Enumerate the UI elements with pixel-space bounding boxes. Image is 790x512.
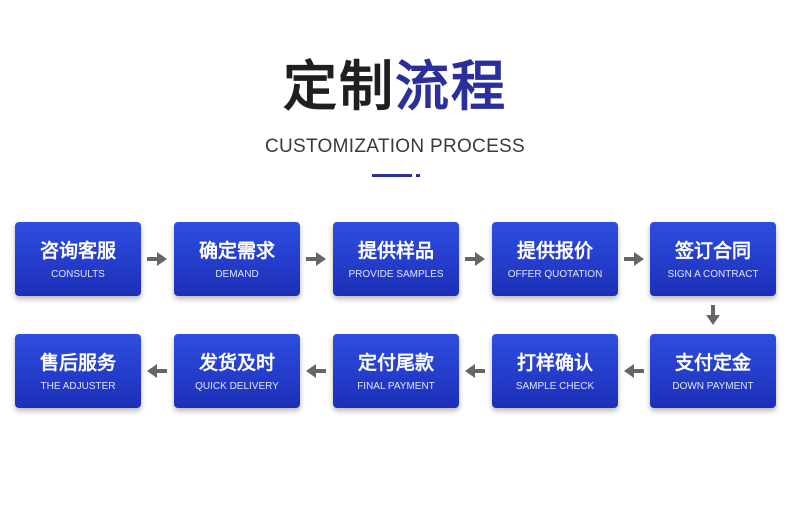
step-label-en: CONSULTS [51, 269, 105, 280]
step-label-cn: 发货及时 [198, 352, 275, 374]
step-after-sales: 售后服务 THE ADJUSTER [15, 334, 141, 408]
step-label-cn: 售后服务 [39, 352, 116, 374]
step-label-cn: 打样确认 [516, 352, 593, 374]
step-demand: 确定需求 DEMAND [174, 222, 300, 296]
title-part-2: 流程 [395, 55, 507, 118]
step-sign-contract: 签订合同 SIGN A CONTRACT [650, 222, 776, 296]
step-label-cn: 支付定金 [674, 352, 751, 374]
step-label-en: FINAL PAYMENT [357, 381, 435, 392]
step-sample-check: 打样确认 SAMPLE CHECK [492, 334, 618, 408]
step-label-en: DEMAND [215, 269, 259, 280]
step-down-payment: 支付定金 DOWN PAYMENT [650, 334, 776, 408]
step-label-cn: 确定需求 [198, 240, 275, 262]
step-final-payment: 定付尾款 FINAL PAYMENT [333, 334, 459, 408]
page-title: 定制流程 [0, 55, 790, 119]
step-label-cn: 签订合同 [674, 240, 751, 262]
arrow-right-icon [306, 252, 326, 266]
step-quick-delivery: 发货及时 QUICK DELIVERY [174, 334, 300, 408]
arrow-down-icon [706, 305, 720, 325]
arrow-left-icon [465, 364, 485, 378]
step-provide-samples: 提供样品 PROVIDE SAMPLES [333, 222, 459, 296]
step-label-en: PROVIDE SAMPLES [348, 269, 444, 280]
step-label-cn: 提供样品 [357, 240, 434, 262]
step-label-en: OFFER QUOTATION [507, 269, 603, 280]
arrow-left-icon [306, 364, 326, 378]
step-label-cn: 提供报价 [516, 240, 593, 262]
title-divider [372, 174, 412, 177]
step-label-en: SIGN A CONTRACT [667, 269, 759, 280]
step-label-cn: 咨询客服 [39, 240, 116, 262]
step-label-cn: 定付尾款 [357, 352, 434, 374]
step-label-en: SAMPLE CHECK [515, 381, 595, 392]
arrow-right-icon [624, 252, 644, 266]
title-divider-dot [416, 174, 420, 177]
step-consults: 咨询客服 CONSULTS [15, 222, 141, 296]
step-offer-quotation: 提供报价 OFFER QUOTATION [492, 222, 618, 296]
step-label-en: QUICK DELIVERY [195, 381, 279, 392]
page-subtitle: CUSTOMIZATION PROCESS [264, 136, 525, 157]
step-label-en: THE ADJUSTER [40, 381, 116, 392]
arrow-right-icon [147, 252, 167, 266]
step-label-en: DOWN PAYMENT [672, 381, 754, 392]
arrow-left-icon [147, 364, 167, 378]
title-part-1: 定制 [283, 55, 395, 118]
arrow-right-icon [465, 252, 485, 266]
arrow-left-icon [624, 364, 644, 378]
